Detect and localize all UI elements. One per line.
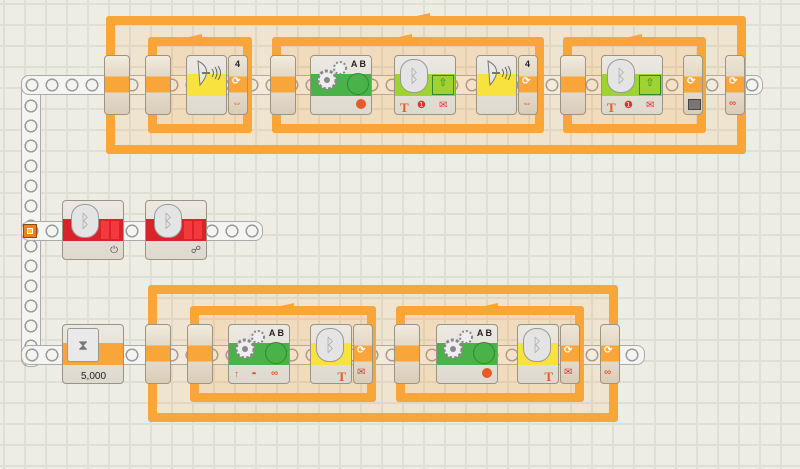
motor-circle-icon [265, 342, 287, 364]
gears-icon [316, 61, 347, 91]
loop-arrows-icon: ⟳ [687, 76, 696, 87]
block-color-band [187, 74, 226, 96]
top-loop-1-start[interactable] [145, 55, 171, 115]
power-icon: ⏻ [110, 245, 118, 256]
sound-block[interactable] [186, 55, 227, 115]
bluetooth-receive-icon: ᛒ [523, 328, 551, 362]
loop-arrows-icon: ⟳ [522, 76, 531, 87]
top-loop-3-start[interactable] [560, 55, 586, 115]
loop-arrows-icon: ⟳ [232, 76, 241, 87]
top-loop-1-end[interactable]: 4 ⟳ ⇔ [228, 55, 248, 115]
mailbox-1-icon: ✉ [439, 100, 448, 111]
loop-count-label: 4 [525, 59, 531, 69]
connection-1-icon: ❶ [624, 100, 633, 111]
bottom-loop-2-end[interactable]: ⟳ ✉ [560, 324, 580, 384]
block-color-band [477, 74, 516, 96]
loop-direction-arrow [620, 34, 642, 44]
loop-arrows-icon: ⟳ [604, 345, 613, 356]
outbox-icon: ⇧ [432, 75, 454, 95]
loop-count-label: 4 [235, 59, 241, 69]
gears-icon [442, 330, 473, 360]
move-block[interactable]: A B [310, 55, 372, 115]
loop-direction-arrow [272, 303, 294, 313]
motor-circle-icon [347, 73, 369, 95]
mailbox-2-icon: ✉ [357, 367, 366, 378]
loop-arrows-icon: ⟳ [564, 345, 573, 356]
middle-sequence-beam [21, 221, 263, 241]
move-block[interactable]: A B [436, 324, 498, 384]
sequence-start-icon[interactable] [23, 224, 37, 238]
power-gauge-icon: ◓ [251, 369, 258, 380]
bluetooth-send-icon: ᛒ [400, 59, 428, 93]
speaker-dish-icon [487, 60, 511, 87]
top-loop-2-end[interactable]: 4 ⟳ ⇔ [518, 55, 538, 115]
loop-direction-arrow [476, 303, 498, 313]
sound-block[interactable] [476, 55, 517, 115]
bluetooth-send-icon: ᛒ [607, 59, 635, 93]
top-outer-loop-start[interactable] [104, 55, 130, 115]
bluetooth-connection-icon: ᛒ [154, 204, 182, 238]
text-type-icon: T [607, 100, 616, 115]
sensor-icon [688, 99, 701, 110]
infinity-icon: ∞ [604, 367, 612, 378]
bluetooth-connection-block[interactable]: ᛒ ⏻ [62, 200, 124, 260]
connection-1-icon: ❶ [417, 100, 426, 111]
port-grid-icon [184, 221, 202, 239]
gears-icon [234, 330, 265, 360]
bluetooth-send-block[interactable]: ᛒ ⇧ T ❶ ✉ [601, 55, 663, 115]
mailbox-2-icon: ✉ [564, 367, 573, 378]
text-type-icon: T [337, 369, 346, 384]
direction-up-icon: ↑ [234, 369, 239, 380]
text-type-icon: T [544, 369, 553, 384]
speaker-dish-icon [197, 60, 221, 87]
bottom-outer-loop-end[interactable]: ⟳ ∞ [600, 324, 620, 384]
motor-circle-icon [473, 342, 495, 364]
top-loop-2-start[interactable] [270, 55, 296, 115]
bottom-loop-1-end[interactable]: ⟳ ✉ [353, 324, 373, 384]
stop-icon [482, 368, 492, 378]
wait-value-label: 5,000 [81, 371, 107, 382]
counter-icon: ⇔ [232, 98, 242, 109]
connect-icon: ☍ [190, 245, 201, 256]
loop-direction-arrow [408, 13, 430, 23]
bluetooth-connection-block[interactable]: ᛒ ☍ [145, 200, 207, 260]
outbox-icon: ⇧ [639, 75, 661, 95]
text-type-icon: T [400, 100, 409, 115]
wait-time-block[interactable]: ⧗ 5,000 [62, 324, 124, 384]
bottom-loop-2-start[interactable] [394, 324, 420, 384]
bluetooth-receive-block[interactable]: ᛒ T [517, 324, 559, 384]
top-loop-3-end[interactable]: ⟳ [683, 55, 703, 115]
loop-direction-arrow [180, 34, 202, 44]
ports-label: A B [350, 59, 366, 69]
loop-arrows-icon: ⟳ [729, 76, 738, 87]
infinity-icon: ∞ [271, 368, 279, 379]
ports-label: A B [268, 328, 284, 338]
hourglass-timer-icon: ⧗ [67, 328, 99, 362]
move-block[interactable]: A B ↑ ◓ ∞ [228, 324, 290, 384]
bottom-loop-1-start[interactable] [187, 324, 213, 384]
stop-icon [356, 99, 366, 109]
top-outer-loop-end[interactable]: ⟳ ∞ [725, 55, 745, 115]
port-grid-icon [101, 221, 119, 239]
loop-arrows-icon: ⟳ [357, 345, 366, 356]
bottom-outer-loop-start[interactable] [145, 324, 171, 384]
infinity-icon: ∞ [729, 98, 737, 109]
mailbox-1-icon: ✉ [646, 100, 655, 111]
bluetooth-receive-icon: ᛒ [316, 328, 344, 362]
bluetooth-receive-block[interactable]: ᛒ T [310, 324, 352, 384]
ports-label: A B [476, 328, 492, 338]
bluetooth-connection-icon: ᛒ [71, 204, 99, 238]
bluetooth-send-block[interactable]: ᛒ ⇧ T ❶ ✉ [394, 55, 456, 115]
counter-icon: ⇔ [522, 98, 532, 109]
loop-direction-arrow [390, 34, 412, 44]
